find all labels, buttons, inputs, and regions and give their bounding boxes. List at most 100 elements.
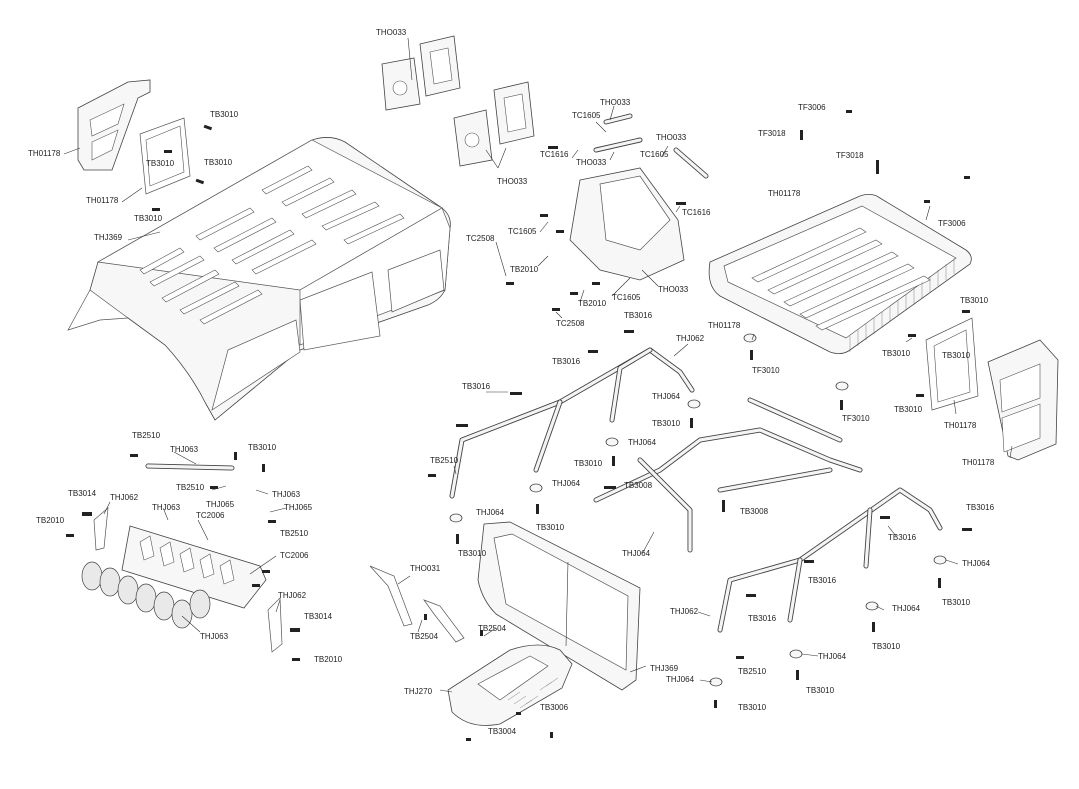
part-label-tb2510-c: TB2510: [176, 483, 205, 492]
part-label-thj064-a: THJ064: [652, 392, 681, 401]
part-label-tho033-d: THO033: [576, 158, 607, 167]
part-label-tb3010-o: TB3010: [872, 642, 901, 651]
part-label-tb3016-e: TB3016: [888, 533, 917, 542]
part-label-tf3010-b: TF3010: [842, 414, 870, 423]
part-label-tb3010-c: TB3010: [204, 158, 233, 167]
part-label-thj064-d: THJ064: [476, 508, 505, 517]
part-label-tho033-b: THO033: [497, 177, 528, 186]
part-label-tc2006-b: TC2006: [280, 551, 309, 560]
part-label-thj064-g: THJ064: [892, 604, 921, 613]
part-label-tb3008-a: TB3008: [624, 481, 653, 490]
part-label-tho033-c: THO033: [600, 98, 631, 107]
part-label-th01178-a: TH01178: [28, 149, 61, 158]
part-label-tb3014-a: TB3014: [68, 489, 97, 498]
part-label-th01178-d: TH01178: [708, 321, 741, 330]
part-label-tb3010-h: TB3010: [894, 405, 923, 414]
part-label-tb3010-n: TB3010: [942, 598, 971, 607]
part-label-th01178-c: TH01178: [768, 189, 801, 198]
part-label-thj063-c: THJ063: [152, 503, 181, 512]
part-label-tb2010-c: TB2010: [36, 516, 65, 525]
spare-tire-carrier: [569, 113, 709, 281]
spacers: [449, 333, 947, 687]
jerry-cans: [381, 35, 535, 167]
part-label-tc1616-b: TC1616: [682, 208, 711, 217]
part-label-tb3010-j: TB3010: [574, 459, 603, 468]
part-label-tb3010-f: TB3010: [882, 349, 911, 358]
part-label-tb3006: TB3006: [540, 703, 569, 712]
part-label-thj065-b: THJ065: [284, 503, 313, 512]
part-label-tb3016-d: TB3016: [966, 503, 995, 512]
part-label-tb3004: TB3004: [488, 727, 517, 736]
part-label-tb2510-e: TB2510: [738, 667, 767, 676]
windshield-frame: [477, 521, 641, 691]
mirrors: [369, 565, 465, 643]
part-label-thj064-f: THJ064: [962, 559, 991, 568]
part-label-tho033-a: THO033: [376, 28, 407, 37]
part-label-tb3010-d: TB3010: [134, 214, 163, 223]
hard-top-roof: [67, 137, 451, 421]
part-label-thj062-a: THJ062: [676, 334, 705, 343]
part-label-tho031: THO031: [410, 564, 441, 573]
part-label-thj369-a: THJ369: [94, 233, 123, 242]
part-label-tb2504-b: TB2504: [478, 624, 507, 633]
part-label-tc2508-a: TC2508: [466, 234, 495, 243]
part-label-thj064-e: THJ064: [622, 549, 651, 558]
part-label-thj270: THJ270: [404, 687, 433, 696]
part-label-tb2510-a: TB2510: [132, 431, 161, 440]
part-label-tb3010-i: TB3010: [652, 419, 681, 428]
part-label-thj064-i: THJ064: [666, 675, 695, 684]
part-label-tc1616-a: TC1616: [540, 150, 569, 159]
part-label-thj063-d: THJ063: [200, 632, 229, 641]
part-label-tf3006-b: TF3006: [938, 219, 966, 228]
part-label-tb2010-a: TB2010: [510, 265, 539, 274]
part-label-tb2504-a: TB2504: [410, 632, 439, 641]
part-label-tb2010-d: TB2010: [314, 655, 343, 664]
hood-scoop: [447, 644, 573, 726]
roll-cage: [449, 347, 943, 633]
part-label-th01178-e: TH01178: [944, 421, 977, 430]
part-label-tb3008-b: TB3008: [740, 507, 769, 516]
part-label-tb3010-k: TB3010: [536, 523, 565, 532]
part-label-tb3010-a: TB3010: [210, 110, 239, 119]
part-label-tb2510-d: TB2510: [280, 529, 309, 538]
part-label-tc2006-a: TC2006: [196, 511, 225, 520]
part-label-tb3016-b: TB3016: [552, 357, 581, 366]
part-label-tho033-f: THO033: [658, 285, 689, 294]
part-label-tb3010-g: TB3010: [942, 351, 971, 360]
leader-lines: [63, 37, 1013, 693]
part-label-tc1605-c: TC1605: [508, 227, 537, 236]
part-label-thj063-b: THJ063: [272, 490, 301, 499]
screws: [66, 110, 972, 741]
part-label-tb3016-a: TB3016: [624, 311, 653, 320]
part-label-tb3016-g: TB3016: [748, 614, 777, 623]
part-label-thj064-h: THJ064: [818, 652, 847, 661]
ladder-right: [925, 317, 1059, 461]
part-label-th01178-b: TH01178: [86, 196, 119, 205]
part-label-tf3006-a: TF3006: [798, 103, 826, 112]
part-label-tc2508-b: TC2508: [556, 319, 585, 328]
ladder-bracket-left: [77, 79, 191, 195]
part-label-tb3016-f: TB3016: [808, 576, 837, 585]
part-label-tc1605-d: TC1605: [612, 293, 641, 302]
part-label-thj062-b: THJ062: [110, 493, 139, 502]
part-label-th01178-f: TH01178: [962, 458, 995, 467]
roof-rack: [708, 194, 972, 354]
part-label-tho033-e: THO033: [656, 133, 687, 142]
part-label-tf3018-b: TF3018: [836, 151, 864, 160]
part-label-tb2510-b: TB2510: [430, 456, 459, 465]
part-label-tb3010-q: TB3010: [738, 703, 767, 712]
part-label-thj065-a: THJ065: [206, 500, 235, 509]
part-label-tb3010-p: TB3010: [806, 686, 835, 695]
part-label-thj063-a: THJ063: [170, 445, 199, 454]
part-label-tf3018-a: TF3018: [758, 129, 786, 138]
part-label-tb3010-e: TB3010: [960, 296, 989, 305]
part-label-thj062-d: THJ062: [670, 607, 699, 616]
part-label-thj062-c: THJ062: [278, 591, 307, 600]
part-labels: THO033THO033THO033THO033THO033THO033TH01…: [28, 28, 995, 736]
light-bar: [81, 463, 283, 653]
part-label-thj064-c: THJ064: [552, 479, 581, 488]
part-label-tf3010-a: TF3010: [752, 366, 780, 375]
part-label-tb3016-c: TB3016: [462, 382, 491, 391]
part-label-thj369-b: THJ369: [650, 664, 679, 673]
